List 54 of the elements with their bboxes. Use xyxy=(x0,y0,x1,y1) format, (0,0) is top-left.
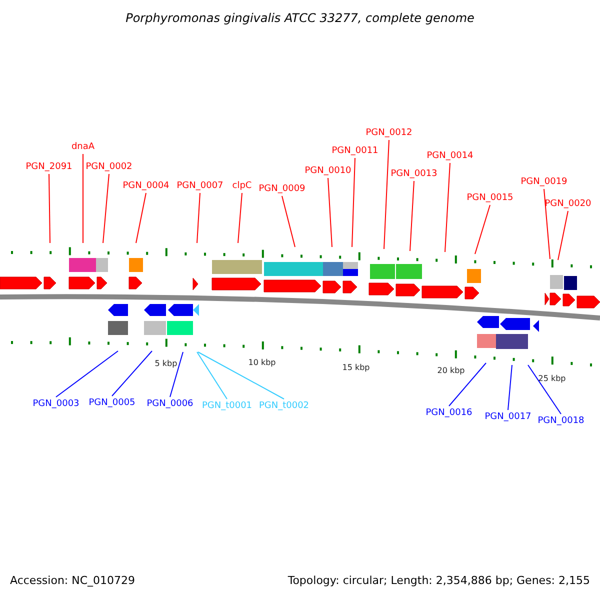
title: Porphyromonas gingivalis ATCC 33277, complete genome xyxy=(126,11,474,25)
gene-label: PGN_t0002 xyxy=(258,400,310,412)
gene-label: dnaA xyxy=(71,141,95,153)
gene-label: PGN_0002 xyxy=(86,161,132,173)
leader-line xyxy=(474,204,490,254)
scale-label: 20 kbp xyxy=(437,365,465,377)
leader-line xyxy=(558,210,568,260)
gene-label: PGN_0004 xyxy=(122,180,170,192)
gene-label: PGN_2091 xyxy=(26,161,72,173)
accession-text: Accession: NC_010729 xyxy=(10,575,136,587)
leader-line xyxy=(82,154,84,244)
scale-label: 15 kbp xyxy=(342,362,370,374)
gene-label: PGN_0003 xyxy=(32,398,80,410)
genome-summary-text: Topology: circular; Length: 2,354,886 bp; Genes: 2,155 xyxy=(288,575,590,587)
leader-line xyxy=(544,188,550,260)
gene-label: PGN_0015 xyxy=(466,192,514,204)
leader-line xyxy=(196,192,200,244)
gene-label: PGN_0005 xyxy=(88,397,136,409)
leader-line xyxy=(102,174,110,244)
leader-line xyxy=(238,192,242,244)
leader-line xyxy=(198,352,284,400)
gene-label: PGN_0007 xyxy=(176,180,224,192)
leader-line xyxy=(196,352,228,400)
leader-line xyxy=(528,364,562,414)
gene-label: PGN_0016 xyxy=(426,407,472,419)
leader-line xyxy=(282,196,296,248)
leader-line xyxy=(444,162,450,252)
gene-label: PGN_0009 xyxy=(258,183,306,195)
leader-line xyxy=(448,362,486,406)
leader-line xyxy=(136,192,146,244)
gene-label: PGN_0010 xyxy=(304,165,352,177)
leader-line xyxy=(328,178,332,248)
scale-label: 5 kbp xyxy=(154,358,178,370)
leader-line xyxy=(56,350,118,398)
leader-line xyxy=(508,364,512,410)
gene-label: clpC xyxy=(232,180,252,192)
leader-line xyxy=(48,174,50,244)
scale-label: 10 kbp xyxy=(248,357,276,369)
gene-label: PGN_0014 xyxy=(426,150,474,162)
gene-label: PGN_0019 xyxy=(520,176,568,188)
leader-line xyxy=(112,350,152,396)
gene-label: PGN_t0001 xyxy=(202,400,252,412)
leader-line xyxy=(384,140,390,250)
gene-label: PGN_0020 xyxy=(544,198,592,210)
gene-label: PGN_0012 xyxy=(366,127,412,139)
leader-line xyxy=(170,352,184,398)
gene-label: PGN_0013 xyxy=(390,168,438,180)
gene-label: PGN_0006 xyxy=(146,398,194,410)
leader-line xyxy=(352,158,356,248)
gene-label: PGN_0011 xyxy=(332,145,378,157)
scale-label: 25 kbp xyxy=(538,373,566,385)
leader-line xyxy=(410,180,414,252)
gene-label: PGN_0017 xyxy=(484,411,532,423)
gene-label: PGN_0018 xyxy=(538,415,584,427)
